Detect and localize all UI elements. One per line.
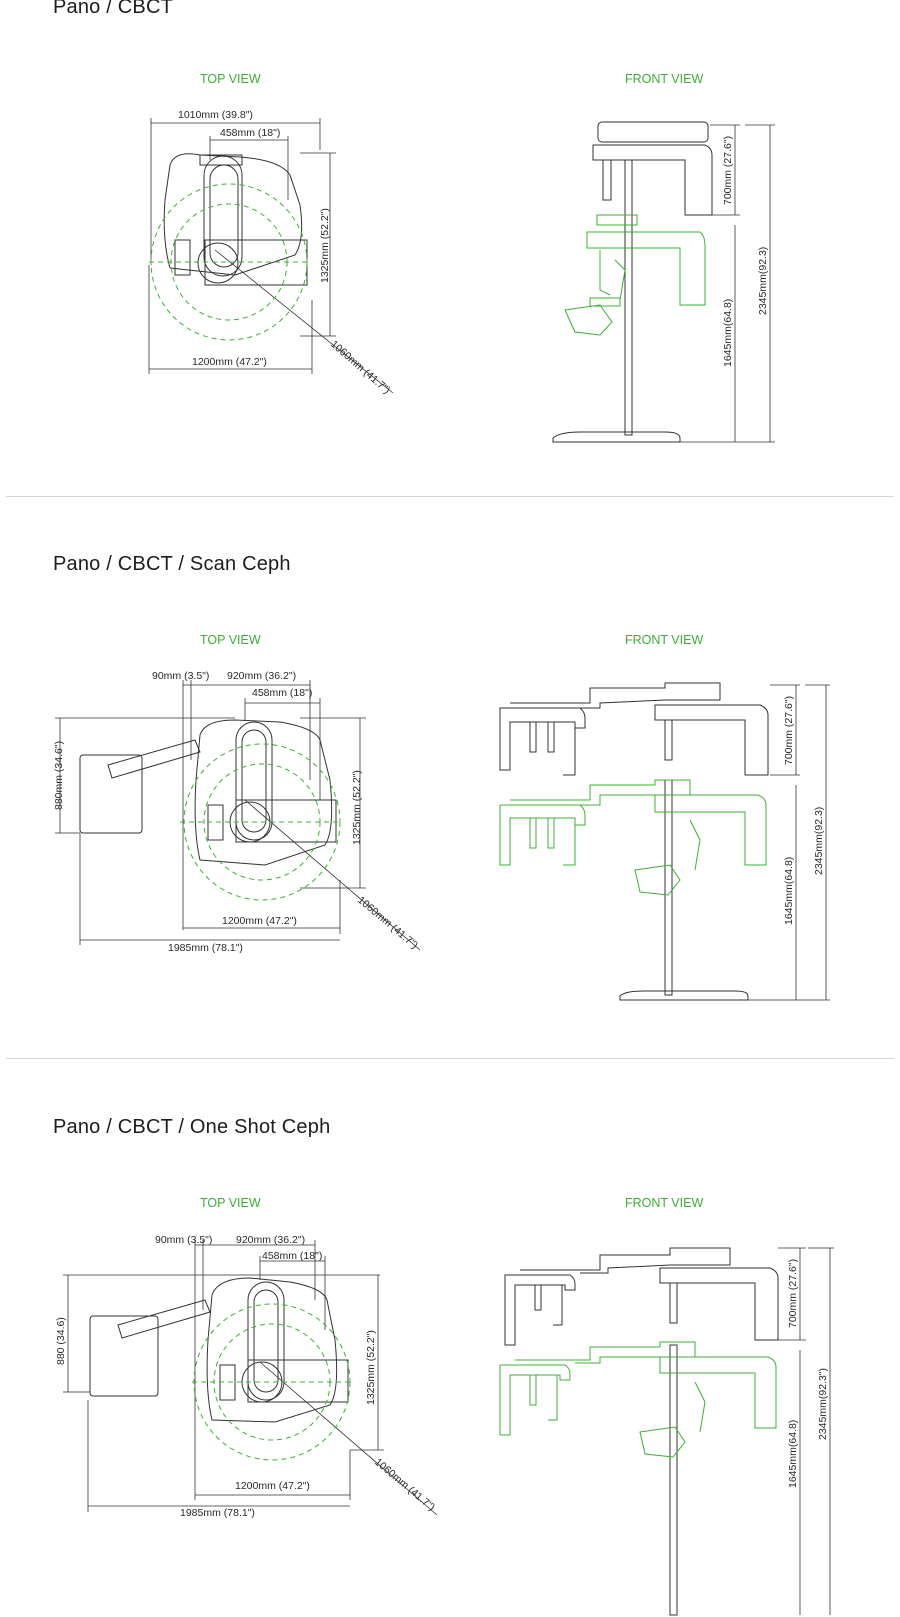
dim-depth: 1325mm (52.2") [319, 208, 331, 283]
machine-outline [89, 1277, 349, 1423]
dim-overall-width: 1010mm (39.8") [178, 109, 253, 121]
dim-span: 920mm (36.2") [227, 670, 296, 682]
machine-gray [552, 121, 713, 443]
dimension-lines [148, 118, 394, 394]
dimension-lines [55, 680, 421, 951]
top-view-label: TOP VIEW [200, 1196, 261, 1210]
machine-gray [499, 682, 769, 1001]
section-title: Pano / CBCT / Scan Ceph [53, 553, 291, 575]
section-divider [6, 1058, 894, 1059]
top-view-drawing: 1010mm (39.8") 458mm (18") 1325mm (52.2"… [148, 109, 394, 396]
rotation-circles [192, 1303, 352, 1461]
front-dim-head: 700mm (27.6") [783, 696, 795, 765]
dimension-lines [63, 1240, 438, 1516]
front-dim-total: 2345mm(92.3") [817, 1368, 829, 1440]
rotation-circles [149, 183, 310, 341]
dim-span: 920mm (36.2") [236, 1234, 305, 1246]
top-view-drawing: 90mm (3.5") 920mm (36.2") 458mm (18") 88… [55, 1234, 438, 1519]
machine-green [499, 1341, 777, 1458]
front-view-label: FRONT VIEW [625, 633, 704, 647]
front-view-label: FRONT VIEW [625, 72, 704, 86]
dim-circle: 1200mm (47.2") [235, 1480, 310, 1492]
machine-green [564, 214, 706, 336]
dim-depth: 1325mm (52.2") [351, 770, 363, 845]
front-view-label: FRONT VIEW [625, 1196, 704, 1210]
front-view-drawing: 700mm (27.6") 2345mm(92.3") 1645mm(64.8) [499, 1247, 834, 1616]
front-dim-lines [680, 124, 775, 443]
machine-green [499, 779, 767, 896]
dim-total-width: 1985mm (78.1") [180, 1507, 255, 1519]
top-view-label: TOP VIEW [200, 633, 261, 647]
dim-gap: 90mm (3.5") [155, 1234, 212, 1246]
front-dim-lower: 1645mm(64.8) [787, 1420, 799, 1488]
dim-ceph-depth: 880mm (34.6") [53, 741, 65, 810]
section-title: Pano / CBCT / One Shot Ceph [53, 1116, 331, 1138]
section-pano-cbct-scan-ceph: Pano / CBCT / Scan Ceph TOP VIEW FRONT V… [0, 500, 900, 1060]
front-view-drawing: 700mm (27.6") 2345mm(92.3) 1645mm(64.8) [499, 682, 830, 1001]
machine-gray [504, 1247, 779, 1616]
rotation-circles [180, 743, 342, 901]
front-dim-total: 2345mm(92.3) [813, 807, 825, 875]
front-dim-lines [778, 1247, 834, 1615]
front-dim-lower: 1645mm(64.8) [722, 299, 734, 367]
top-view-drawing: 90mm (3.5") 920mm (36.2") 458mm (18") 88… [53, 670, 421, 954]
dim-depth: 1325mm (52.2") [365, 1330, 377, 1405]
dim-total-width: 1985mm (78.1") [168, 942, 243, 954]
top-view-label: TOP VIEW [200, 72, 261, 86]
front-dim-total: 2345mm(92.3) [757, 247, 769, 315]
dim-circle: 1200mm (47.2") [192, 356, 267, 368]
front-view-drawing: 700mm (27.6") 2345mm(92.3) 1645mm(64.8) [552, 121, 775, 443]
dim-arm-width: 458mm (18") [262, 1250, 322, 1262]
front-dim-head: 700mm (27.6") [722, 136, 734, 205]
dim-arm-width: 458mm (18") [220, 127, 280, 139]
section-pano-cbct: Pano / CBCT TOP VIEW FRONT VIEW [0, 0, 900, 500]
section-divider [6, 496, 894, 497]
front-dim-head: 700mm (27.6") [787, 1259, 799, 1328]
front-dim-lines [748, 684, 830, 1001]
section-title: Pano / CBCT [53, 0, 174, 18]
dim-circle: 1200mm (47.2") [222, 915, 297, 927]
section-pano-cbct-one-shot-ceph: Pano / CBCT / One Shot Ceph TOP VIEW FRO… [0, 1060, 900, 1617]
dim-ceph-depth: 880 (34.6) [55, 1317, 67, 1365]
dim-gap: 90mm (3.5") [152, 670, 209, 682]
front-dim-lower: 1645mm(64.8) [783, 857, 795, 925]
dim-arm-width: 458mm (18") [252, 687, 312, 699]
